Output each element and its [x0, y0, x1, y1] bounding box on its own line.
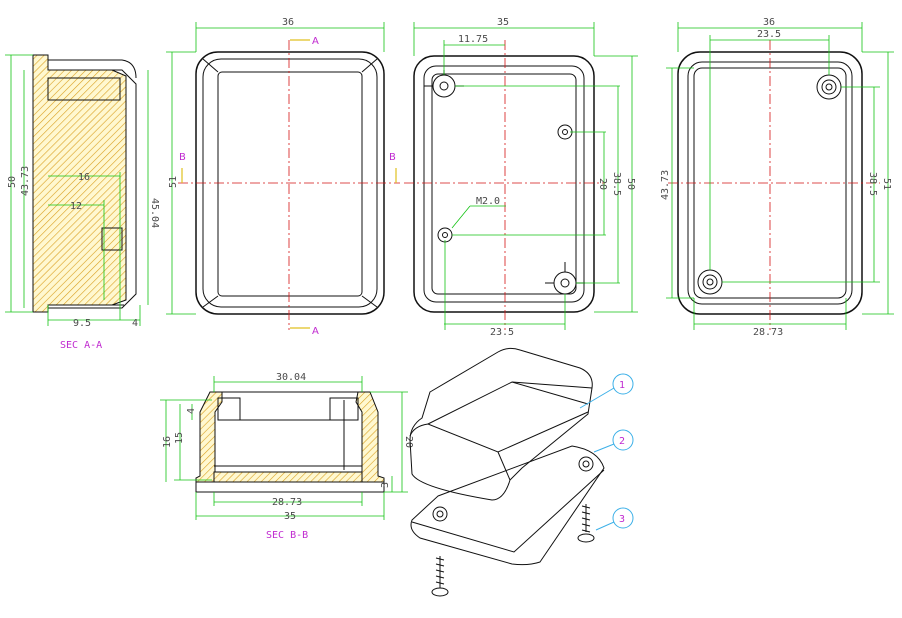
exploded-view: 1 2 3 [409, 347, 634, 597]
section-bb-base [213, 471, 363, 483]
base-hole-left [432, 506, 448, 522]
sec-aa-dim-9-5: 9.5 [73, 318, 91, 329]
section-aa-wall [32, 54, 127, 313]
screw-boss-right [557, 124, 573, 140]
bottom-view-a: 35 11.75 23.5 20 38.5 50 M2.0 [404, 17, 638, 338]
balloon-3-label: 3 [619, 514, 625, 525]
screw-hole-top-right [816, 74, 842, 100]
bottom-a-dim-35: 35 [497, 17, 509, 28]
bottom-b-dim-36: 36 [763, 17, 775, 28]
sec-aa-dim-50: 50 [7, 176, 18, 188]
screw-boss-bottom-right [545, 262, 585, 295]
sec-bb-dim-28-73: 28.73 [272, 497, 302, 508]
sec-bb-dim-30-04: 30.04 [276, 372, 306, 383]
sec-bb-dim-4: 4 [186, 408, 197, 414]
section-aa-view: 50 43.73 16 12 45.04 9.5 4 SEC A-A [5, 54, 160, 351]
base-hole-right [578, 456, 594, 472]
sec-bb-dim-3: 3 [380, 482, 391, 488]
enclosure-lid [409, 347, 593, 501]
sec-aa-dim-12: 12 [70, 201, 82, 212]
sec-bb-dim-16: 16 [162, 436, 173, 448]
screw-right [577, 504, 595, 543]
bottom-view-b: 36 23.5 43.73 38.5 51 28.73 [660, 17, 894, 338]
bottom-b-dim-43-73: 43.73 [660, 170, 671, 200]
section-bb-view: 30.04 16 15 4 20 3 28.73 35 SEC B-B [160, 372, 414, 541]
bottom-b-dim-38-5: 38.5 [867, 172, 878, 196]
bottom-a-dim-38-5: 38.5 [611, 172, 622, 196]
section-bb-wall-right [355, 391, 385, 483]
sec-aa-dim-4: 4 [132, 318, 138, 329]
top-view: 36 51 A A B B [166, 17, 400, 337]
bottom-a-dim-50: 50 [625, 178, 636, 190]
balloon-2-label: 2 [619, 436, 625, 447]
balloon-2 [612, 429, 634, 451]
top-view-face [217, 71, 363, 297]
sec-bb-dim-15: 15 [174, 432, 185, 444]
sec-aa-caption: SEC A-A [60, 340, 102, 351]
section-aa-boss-top [47, 77, 121, 101]
sec-bb-caption: SEC B-B [266, 530, 308, 541]
bottom-a-dim-23-5: 23.5 [490, 327, 514, 338]
top-view-dim-51: 51 [168, 176, 179, 188]
bottom-b-dim-23-5: 23.5 [757, 29, 781, 40]
enclosure-base [410, 445, 605, 566]
sec-aa-dim-43-73: 43.73 [20, 166, 31, 196]
section-mark-a-bottom: A [312, 326, 319, 337]
balloon-1-label: 1 [619, 380, 625, 391]
bottom-a-dim-20: 20 [597, 178, 608, 190]
screw-left [431, 556, 449, 597]
bottom-b-dim-28-73: 28.73 [753, 327, 783, 338]
section-mark-b-left: B [179, 152, 186, 163]
sec-aa-dim-45-04: 45.04 [149, 198, 160, 228]
bottom-b-dim-51: 51 [881, 178, 892, 190]
sec-bb-dim-20: 20 [403, 436, 414, 448]
screw-boss-left [437, 227, 453, 243]
section-aa-boss-bottom [101, 227, 123, 251]
balloon-3 [612, 507, 634, 529]
section-mark-a-top: A [312, 36, 319, 47]
screw-hole-bottom-left [697, 269, 723, 295]
balloon-1 [612, 373, 634, 395]
bottom-a-thread-m2: M2.0 [476, 196, 500, 207]
bottom-a-outer [413, 55, 595, 313]
top-view-dim-36: 36 [282, 17, 294, 28]
sec-bb-dim-35: 35 [284, 511, 296, 522]
sec-aa-dim-16: 16 [78, 172, 90, 183]
bottom-a-dim-11-75: 11.75 [458, 34, 488, 45]
section-mark-b-right: B [389, 152, 396, 163]
